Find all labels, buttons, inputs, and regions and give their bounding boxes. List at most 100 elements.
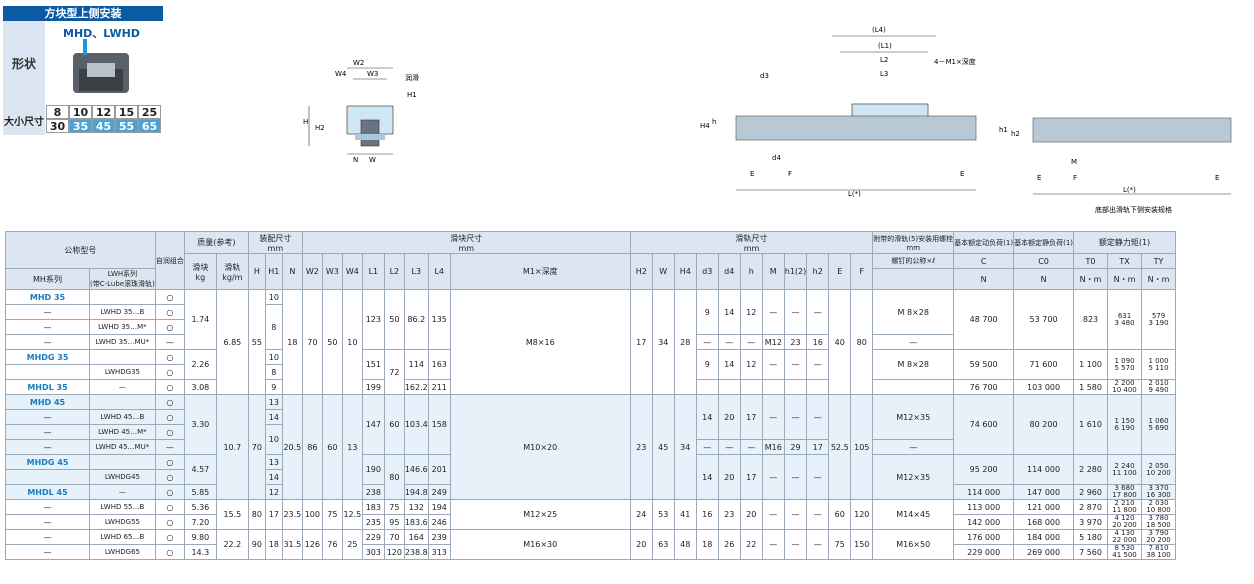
cell-value: 23 bbox=[629, 394, 653, 500]
cell-value: 17 bbox=[739, 454, 763, 500]
label-e2: E bbox=[960, 170, 964, 178]
cell-mh-model: — bbox=[5, 424, 90, 440]
cell-value: M14×45 bbox=[872, 499, 955, 530]
cell-value: 2 870 bbox=[1073, 499, 1109, 515]
cell-value: 13 bbox=[341, 394, 363, 500]
label-e3: E bbox=[1037, 174, 1041, 182]
size-cell: 35 bbox=[69, 119, 92, 133]
cell-value bbox=[761, 379, 785, 395]
cell-value: 147 bbox=[361, 394, 385, 455]
h-moment: 额定静力矩(1) bbox=[1073, 231, 1177, 254]
size-cell: 55 bbox=[115, 119, 138, 133]
cell-value: 1 100 bbox=[1073, 349, 1109, 380]
cell-value: 2 960 bbox=[1073, 484, 1109, 500]
cell-value: 50 bbox=[383, 289, 405, 350]
cell-lwh-model bbox=[89, 289, 156, 305]
cell-value: 10 bbox=[264, 424, 283, 455]
cell-lube: ○ bbox=[154, 394, 185, 410]
cell-value: 14 bbox=[264, 469, 283, 485]
cell-lube: — bbox=[154, 334, 185, 350]
cell-value: 164 bbox=[403, 529, 429, 545]
cell-lwh-model: LWHDG45 bbox=[89, 469, 156, 485]
cell-value: 5 180 bbox=[1073, 529, 1109, 545]
cell-lwh-model: LWHDG65 bbox=[89, 544, 156, 560]
h-mh: MH系列 bbox=[5, 268, 90, 290]
cell-value: M 8×28 bbox=[872, 289, 955, 335]
cell-value: 25 bbox=[341, 529, 363, 560]
cell-value: 86.2 bbox=[403, 289, 429, 350]
cell-value: M12 bbox=[761, 334, 785, 350]
cell-value: — bbox=[739, 439, 763, 455]
cell-value: 75 bbox=[321, 499, 343, 530]
cell-value: 147 000 bbox=[1013, 484, 1075, 500]
cell-value: 70 bbox=[383, 529, 405, 545]
cell-value: 7.20 bbox=[183, 514, 217, 530]
cell-value: — bbox=[783, 499, 808, 530]
cell-value: 16 bbox=[806, 334, 830, 350]
cell-value: — bbox=[783, 394, 808, 440]
cell-value: — bbox=[761, 289, 785, 335]
label-h1b: h1 bbox=[999, 126, 1008, 134]
h-c0: 基本额定静负荷(1) bbox=[1013, 231, 1075, 254]
cell-mh-model: MHDG 35 bbox=[5, 349, 90, 365]
cell-value: 229 000 bbox=[953, 544, 1015, 560]
cell-value: 24 bbox=[629, 499, 653, 530]
cell-value: 1 580 bbox=[1073, 379, 1109, 395]
cell-value: — bbox=[695, 439, 719, 455]
cell-value: 48 bbox=[673, 529, 697, 560]
cell-lube: ○ bbox=[154, 364, 185, 380]
cell-value: 14 bbox=[695, 454, 719, 500]
label-e4: E bbox=[1215, 174, 1219, 182]
cell-value: 3 970 bbox=[1073, 514, 1109, 530]
cell-value: 26 bbox=[717, 529, 741, 560]
cell-value: 60 bbox=[321, 394, 343, 500]
cell-lwh-model: LWHD 35…MU* bbox=[89, 334, 156, 350]
cell-value: 40 bbox=[828, 289, 852, 395]
cell-value: 120 bbox=[850, 499, 874, 530]
cell-mh-model: — bbox=[5, 544, 90, 560]
cell-value: 22 bbox=[739, 529, 763, 560]
cell-mh-model bbox=[5, 364, 90, 380]
cell-value: 20 bbox=[739, 499, 763, 530]
cell-value: 113 000 bbox=[953, 499, 1015, 515]
cell-value: M12×35 bbox=[872, 394, 955, 440]
cell-value: 20.5 bbox=[281, 394, 303, 500]
cell-value: 14 bbox=[695, 394, 719, 440]
cell-value: 146.6 bbox=[403, 454, 429, 485]
size-cell: 12 bbox=[92, 105, 115, 119]
block-shape-image bbox=[73, 39, 129, 93]
cell-mh-model: — bbox=[5, 319, 90, 335]
cell-value: 74 600 bbox=[953, 394, 1015, 455]
cell-value: — bbox=[717, 439, 741, 455]
label-l3: L3 bbox=[880, 70, 888, 78]
card-title: 方块型上侧安装 bbox=[3, 6, 163, 21]
cell-value: 184 000 bbox=[1013, 529, 1075, 545]
cell-value: 313 bbox=[427, 544, 451, 560]
cell-value: 201 bbox=[427, 454, 451, 485]
cell-value: 194 bbox=[427, 499, 451, 515]
cell-value: 52.5 bbox=[828, 394, 852, 500]
cell-value: M16×50 bbox=[872, 529, 955, 560]
label-w4: W4 bbox=[335, 70, 347, 78]
cell-lube: — bbox=[154, 439, 185, 455]
cell-lube: ○ bbox=[154, 544, 185, 560]
cell-value: 183.6 bbox=[403, 514, 429, 530]
h-lube: 自润组合 bbox=[154, 231, 185, 290]
cell-value: 55 bbox=[247, 289, 266, 395]
cell-value: M8×16 bbox=[449, 289, 631, 395]
cell-value: 75 bbox=[828, 529, 852, 560]
cell-value: 23.5 bbox=[281, 499, 303, 530]
cell-mh-model: MHDL 35 bbox=[5, 379, 90, 395]
diagram-caption: 底部出滑轨下侧安装规格 bbox=[1095, 205, 1172, 214]
cell-mh-model: — bbox=[5, 499, 90, 515]
cell-value bbox=[695, 379, 719, 395]
cell-mh-model: — bbox=[5, 439, 90, 455]
cell-value: 103 000 bbox=[1013, 379, 1075, 395]
label-h: H bbox=[303, 118, 308, 126]
